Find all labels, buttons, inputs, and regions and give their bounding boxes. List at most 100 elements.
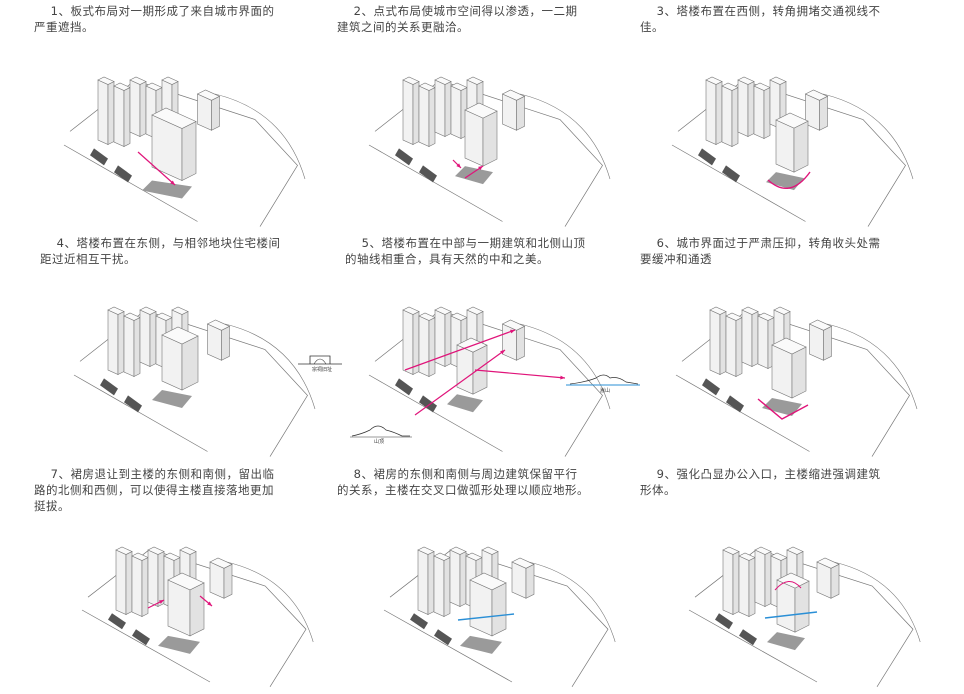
edge-curve	[528, 561, 616, 643]
tower-side	[412, 81, 420, 145]
main-tower-side	[793, 120, 809, 173]
neighbor-block-side	[516, 95, 525, 131]
neighbor-block-top	[206, 319, 231, 331]
main-tower-side	[491, 582, 507, 637]
tower-top	[705, 76, 723, 85]
tower-front	[139, 309, 151, 367]
road-line	[383, 609, 513, 683]
shadow-b	[722, 165, 740, 183]
neighbor-block-top	[816, 557, 840, 569]
tower-front	[753, 85, 765, 139]
caption-4: 4、塔楼布置在东侧，与相邻地块住宅楼间 距过近相互干扰。	[40, 236, 281, 266]
main-shadow	[447, 394, 483, 413]
main-tower-top	[161, 326, 199, 345]
axis-arrow	[404, 329, 516, 371]
tower-top	[741, 306, 759, 315]
tower-top	[179, 546, 197, 555]
tower-front	[402, 79, 414, 145]
arrow-head	[170, 180, 175, 185]
tower-top	[417, 546, 435, 555]
axis-arrow	[414, 349, 506, 416]
neighbor-block-side	[223, 563, 233, 599]
road-line	[671, 144, 806, 222]
shadow-b	[132, 629, 150, 646]
tower-front	[741, 309, 753, 367]
landmark-left: 宗祠旧址	[298, 355, 342, 373]
tower-front	[738, 555, 750, 617]
shadow-a	[410, 613, 428, 630]
road-line	[81, 609, 211, 683]
main-tower-side	[189, 582, 205, 637]
tower-side	[719, 311, 727, 375]
corner-curve	[767, 171, 811, 189]
main-tower-side	[181, 121, 197, 181]
arrow-head	[500, 350, 505, 355]
massing-diagram-4	[73, 306, 316, 457]
arrow-head	[159, 600, 164, 604]
tower-top	[161, 76, 179, 85]
tower-side	[149, 311, 157, 367]
main-tower-top	[151, 107, 197, 129]
arrow-head	[456, 163, 461, 168]
neighbor-block-top	[501, 319, 526, 331]
neighbor-block-top	[511, 557, 535, 569]
tower-side	[459, 551, 467, 607]
shadow-a	[395, 378, 413, 396]
shadow-b	[124, 395, 142, 413]
tower-front	[97, 79, 109, 145]
massing-diagram-3	[671, 76, 914, 227]
shadow-b	[419, 165, 437, 183]
main-tower-side	[794, 580, 810, 633]
caption-1: 1、板式布局对一期形成了来自城市界面的 严重遮挡。	[34, 4, 275, 34]
tower-side	[444, 81, 452, 137]
tower-top	[115, 546, 133, 555]
neighbor-block-side	[823, 325, 832, 361]
massing-diagram-1	[63, 76, 306, 227]
main-tower-front	[464, 109, 484, 167]
tower-front	[709, 309, 721, 375]
road-line	[688, 609, 818, 683]
main-tower-side	[791, 346, 807, 399]
axis-arrow	[137, 151, 176, 186]
tower-top	[147, 546, 165, 555]
tower-front	[754, 549, 766, 607]
tower-top	[709, 306, 727, 315]
tower-front	[418, 85, 430, 147]
main-tower-top	[776, 572, 810, 589]
entry-line	[764, 611, 818, 619]
tower-top	[107, 306, 125, 315]
tower-top	[773, 306, 791, 315]
tower-side	[428, 317, 436, 377]
main-shadow	[766, 172, 804, 191]
tower-side	[427, 551, 435, 615]
tower-front	[721, 85, 733, 147]
tower-front	[131, 555, 143, 617]
neighbor-block-side	[525, 563, 535, 599]
neighbor-block-top	[209, 557, 233, 569]
tower-top	[481, 546, 499, 555]
tower-front	[737, 79, 749, 137]
road-line	[368, 374, 503, 452]
main-tower-front	[456, 344, 474, 395]
tower-front	[757, 315, 769, 369]
tower-side	[751, 311, 759, 367]
tower-top	[466, 306, 484, 315]
tower-top	[402, 306, 420, 315]
tower-side	[715, 81, 723, 145]
arrow-head	[510, 329, 515, 334]
neighbor-block-top	[804, 89, 829, 101]
tower-top	[139, 306, 157, 315]
tower-side	[444, 311, 452, 367]
tower-top	[754, 546, 772, 555]
main-tower-side	[482, 110, 498, 167]
neighbor-block-top	[501, 89, 526, 101]
tower-side	[443, 557, 451, 617]
tower-front	[107, 309, 119, 375]
edge-curve	[519, 323, 611, 410]
tower-side	[123, 87, 131, 147]
edge-curve	[833, 561, 921, 643]
main-tower-front	[776, 579, 796, 633]
shadow-a	[90, 148, 108, 166]
landmark-bottom: 山顶	[350, 425, 412, 445]
tower-side	[731, 87, 739, 147]
